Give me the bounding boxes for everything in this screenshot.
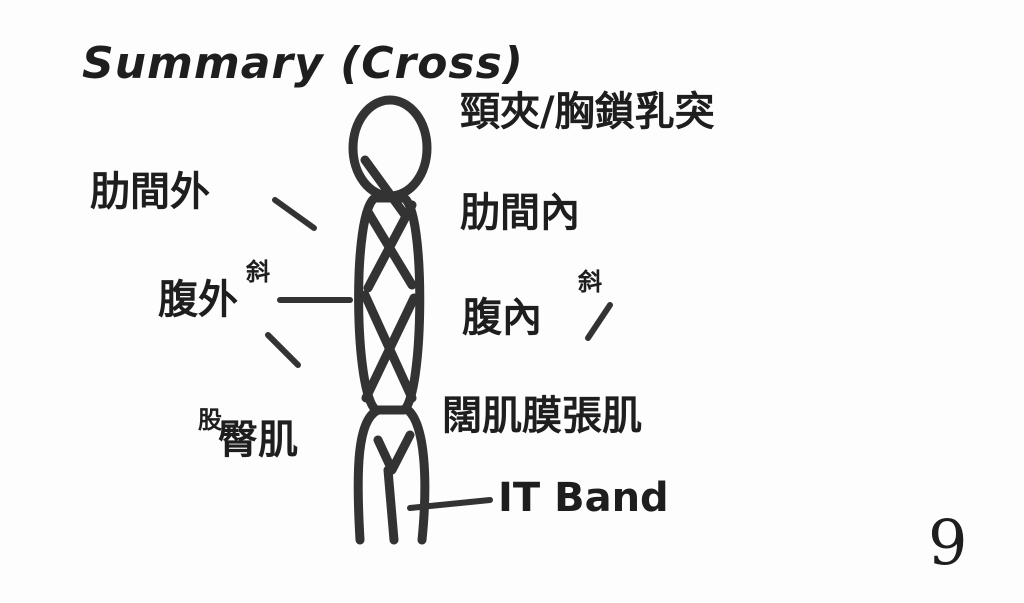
label-intercostal-external: 肋間外 [90,169,210,215]
pointer-abdominal-internal [585,302,613,341]
label-abdominal-external-sup: 斜 [246,258,270,286]
page-title: Summary (Cross) [82,38,524,89]
label-intercostal-internal: 肋間內 [460,190,580,236]
head-outline [348,95,432,201]
cross-neck-line [360,155,410,220]
label-neck: 頸夾/胸鎖乳突 [460,89,715,135]
leg-outline [353,405,430,545]
label-abdominal-internal-sup: 斜 [578,268,602,296]
cross-lower-right [361,293,419,403]
pointer-it-band [407,497,493,511]
label-abdominal-internal: 腹內 [462,295,542,341]
pointer-intercostal-external [272,197,317,231]
label-abdominal-external: 腹外 [158,277,238,323]
label-tfl: 闊肌膜張肌 [442,393,642,439]
label-it-band: IT Band [498,475,669,521]
groin-v [373,430,415,475]
page-number: 9 [928,506,968,579]
label-gluteus: 臀肌 [218,417,298,463]
cross-upper-right [363,200,417,293]
pointer-abdominal-external-lower [265,332,301,368]
label-gluteus-prefix: 股 [198,406,222,434]
